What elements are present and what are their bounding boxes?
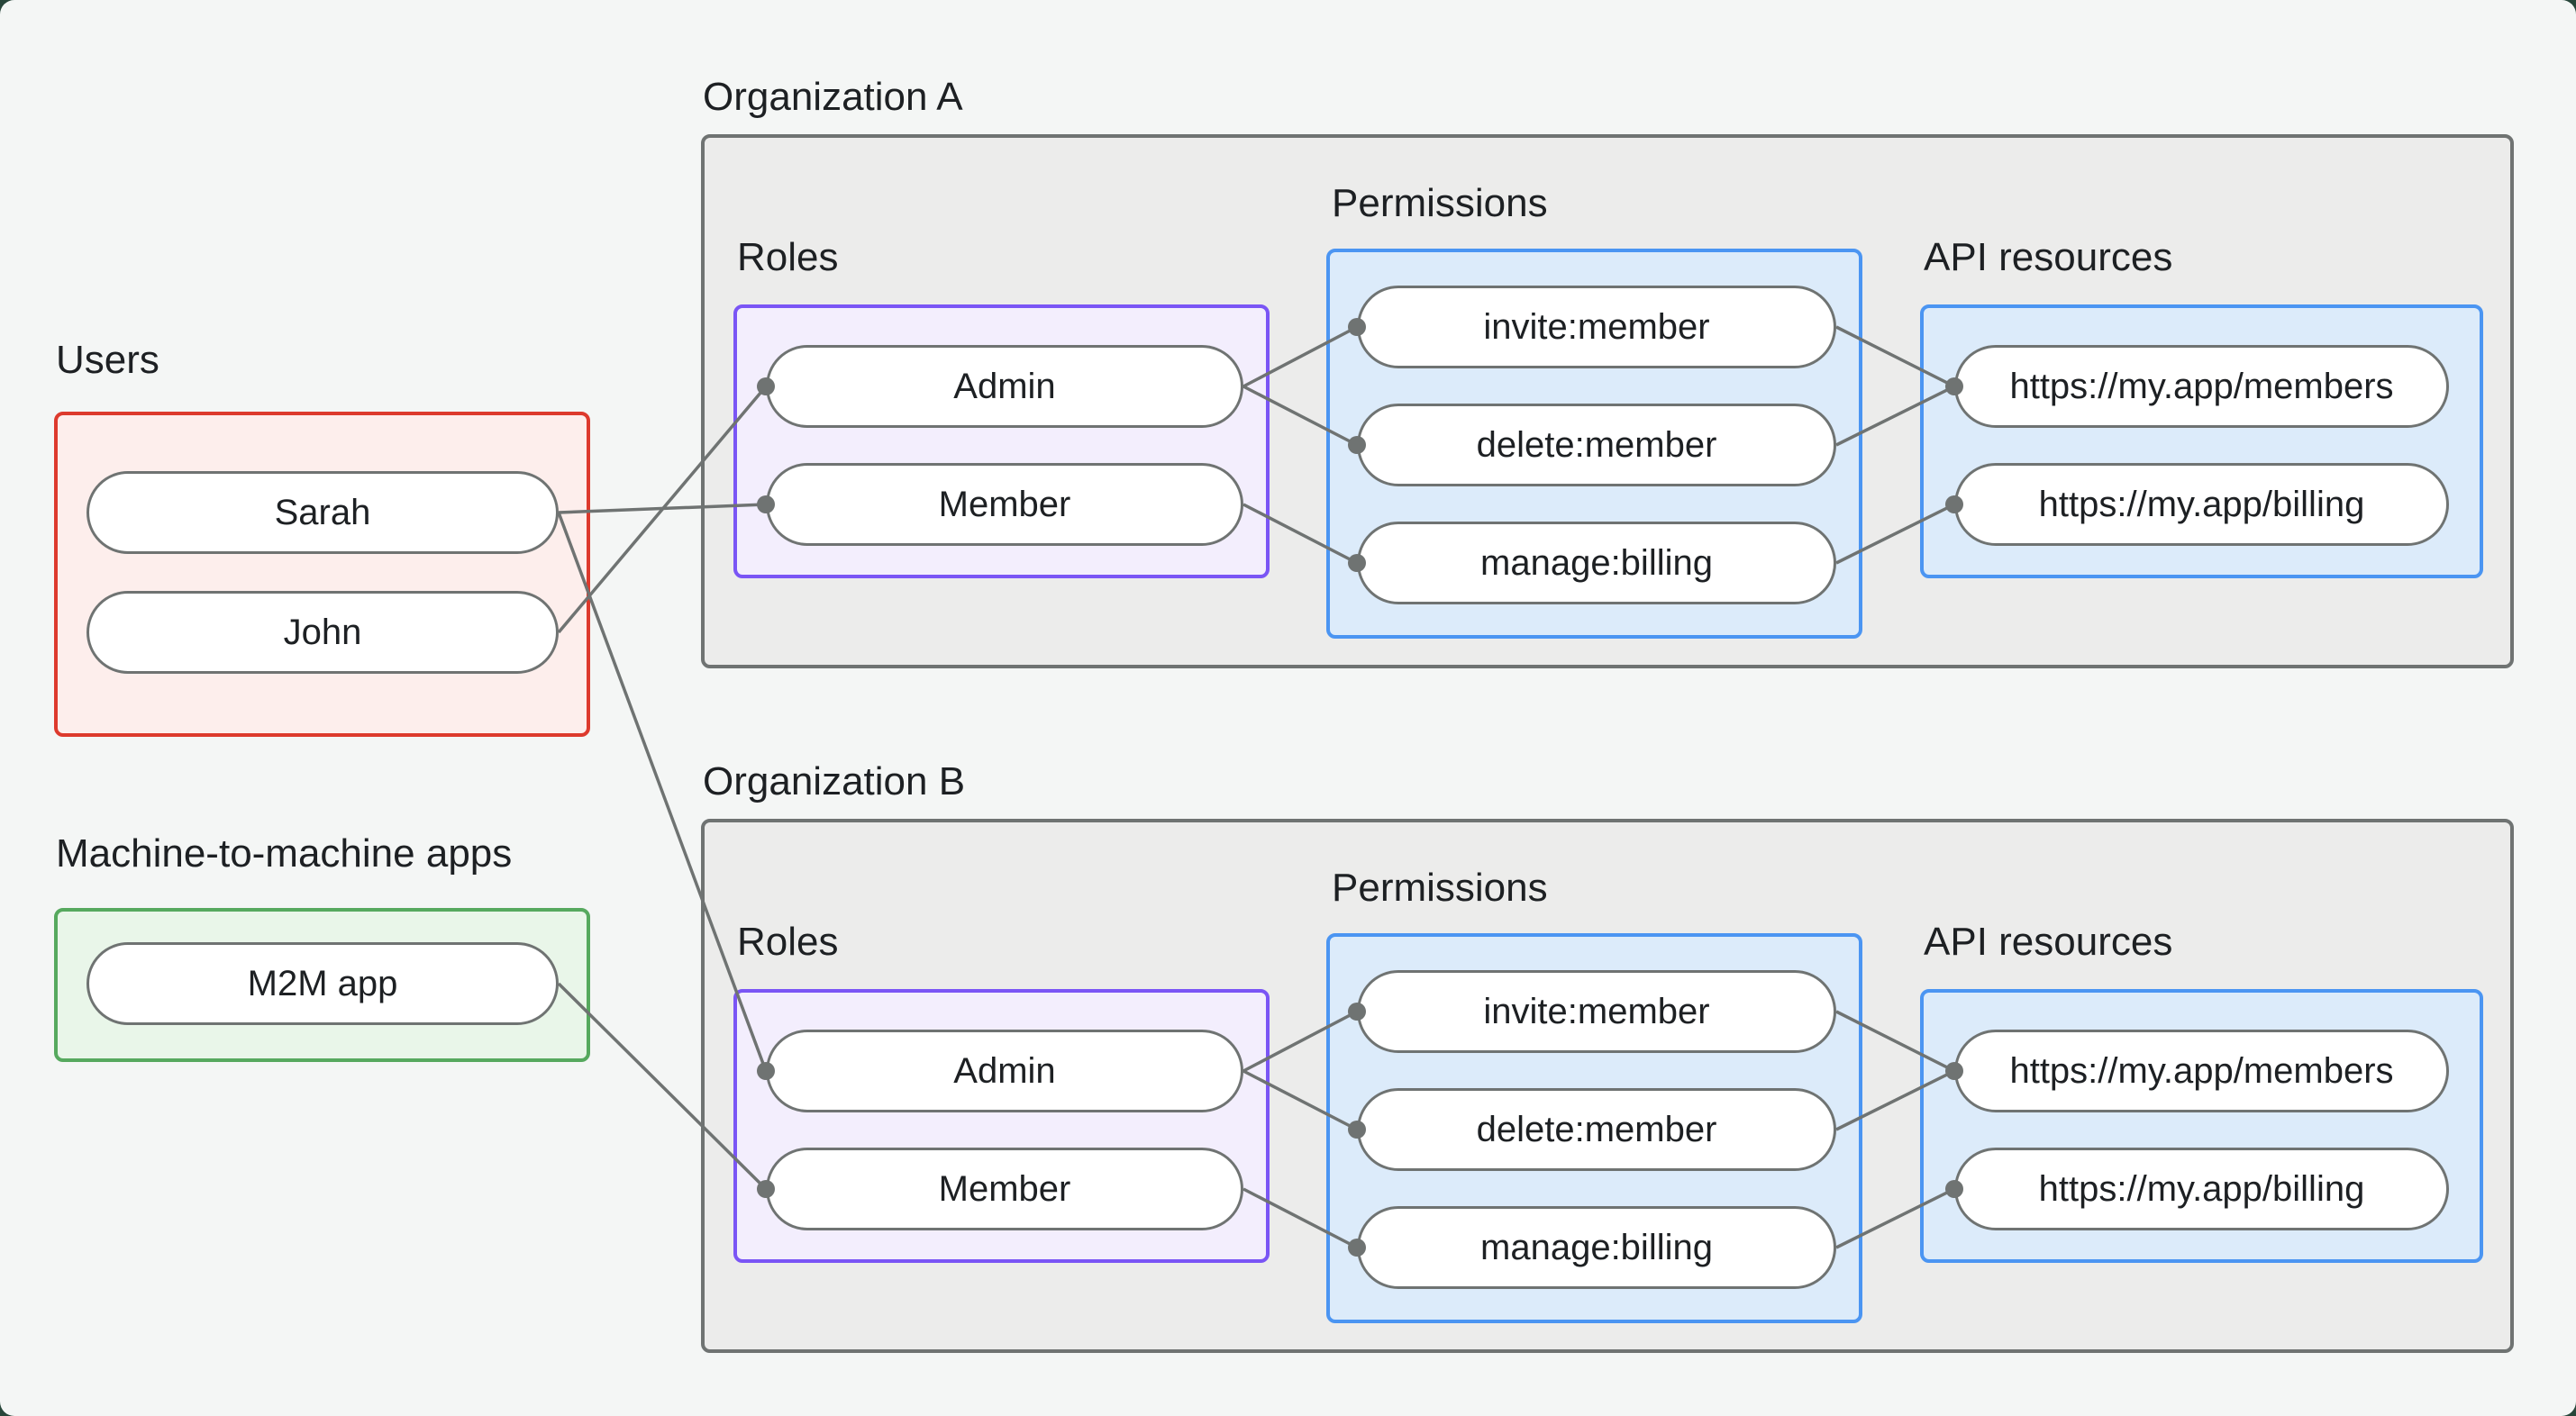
org-b-roles-label: Roles xyxy=(737,920,839,964)
users-group-box xyxy=(54,412,590,737)
node-orgB-role-member: Member xyxy=(766,1148,1243,1230)
m2m-group-label: Machine-to-machine apps xyxy=(56,831,513,876)
organization-b-label: Organization B xyxy=(703,759,966,803)
node-user-sarah: Sarah xyxy=(86,471,559,554)
org-a-roles-label: Roles xyxy=(737,235,839,279)
node-orgB-permission-invite-member: invite:member xyxy=(1357,970,1836,1053)
node-orgB-permission-delete-member: delete:member xyxy=(1357,1088,1836,1171)
org-b-api-resources-label: API resources xyxy=(1924,920,2173,964)
node-orgA-permission-delete-member: delete:member xyxy=(1357,404,1836,486)
org-b-permissions-label: Permissions xyxy=(1332,866,1548,910)
node-orgA-permission-invite-member: invite:member xyxy=(1357,286,1836,368)
node-user-john: John xyxy=(86,591,559,674)
node-orgB-api-members: https://my.app/members xyxy=(1954,1030,2449,1112)
organization-a-label: Organization A xyxy=(703,75,963,119)
node-orgA-api-members: https://my.app/members xyxy=(1954,345,2449,428)
org-a-permissions-label: Permissions xyxy=(1332,181,1548,225)
node-orgB-api-billing: https://my.app/billing xyxy=(1954,1148,2449,1230)
node-orgA-role-admin: Admin xyxy=(766,345,1243,428)
users-group-label: Users xyxy=(56,338,159,382)
node-orgA-api-billing: https://my.app/billing xyxy=(1954,463,2449,546)
org-a-api-resources-label: API resources xyxy=(1924,235,2173,279)
node-m2m-app: M2M app xyxy=(86,942,559,1025)
node-orgB-permission-manage-billing: manage:billing xyxy=(1357,1206,1836,1289)
node-orgB-role-admin: Admin xyxy=(766,1030,1243,1112)
node-orgA-role-member: Member xyxy=(766,463,1243,546)
node-orgA-permission-manage-billing: manage:billing xyxy=(1357,522,1836,604)
